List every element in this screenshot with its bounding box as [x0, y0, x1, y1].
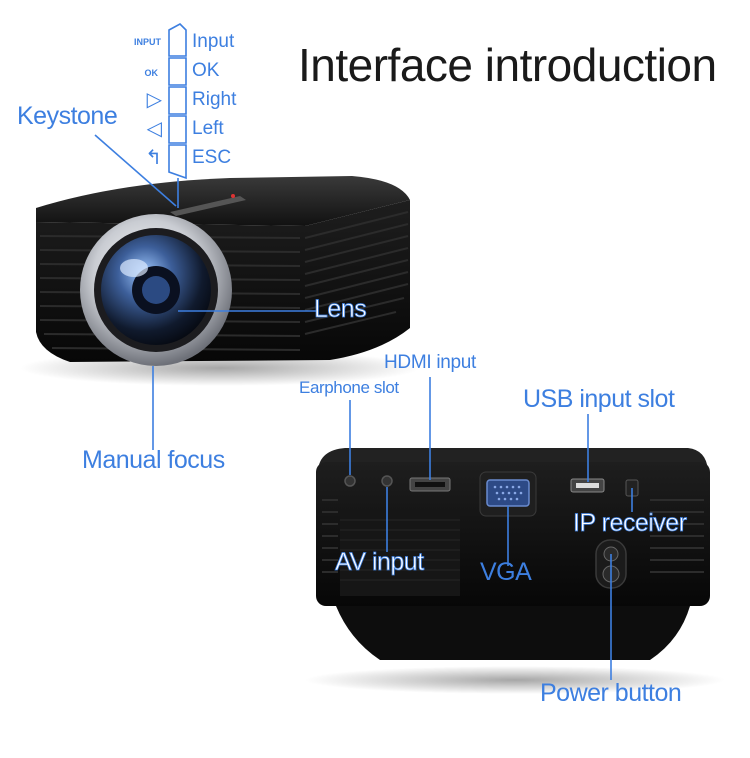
ok-symbol: OK — [144, 68, 159, 78]
label-av-input: AV input — [335, 548, 425, 577]
page-title: Interface introduction — [298, 39, 717, 91]
button-label-ok: OK — [192, 60, 220, 81]
label-usb-input-slot: USB input slot — [523, 385, 675, 413]
label-keystone: Keystone — [17, 102, 118, 130]
callout-lines — [94, 134, 633, 680]
label-manual-focus: Manual focus — [82, 446, 225, 474]
input-symbol: INPUT — [134, 37, 161, 47]
label-hdmi-input: HDMI input — [384, 352, 477, 373]
button-label-left: Left — [192, 118, 224, 139]
earphone-slot-port — [344, 475, 356, 487]
projector-rear-view — [305, 448, 725, 694]
button-label-input: Input — [192, 31, 235, 52]
label-lens: Lens — [314, 295, 368, 324]
label-ip-receiver: IP receiver — [573, 509, 688, 538]
av-input-port — [381, 475, 393, 487]
return-arrow-icon: ↰ — [145, 147, 162, 169]
button-label-right: Right — [192, 89, 237, 110]
label-vga: VGA — [480, 558, 532, 586]
button-label-esc: ESC — [192, 147, 232, 168]
label-power-button: Power button — [540, 679, 682, 707]
left-triangle-icon: ◁ — [146, 118, 162, 140]
right-triangle-icon: ▷ — [146, 89, 162, 111]
projector-front-view — [20, 176, 420, 386]
label-earphone-slot: Earphone slot — [299, 378, 399, 397]
control-buttons-strip — [168, 23, 187, 180]
